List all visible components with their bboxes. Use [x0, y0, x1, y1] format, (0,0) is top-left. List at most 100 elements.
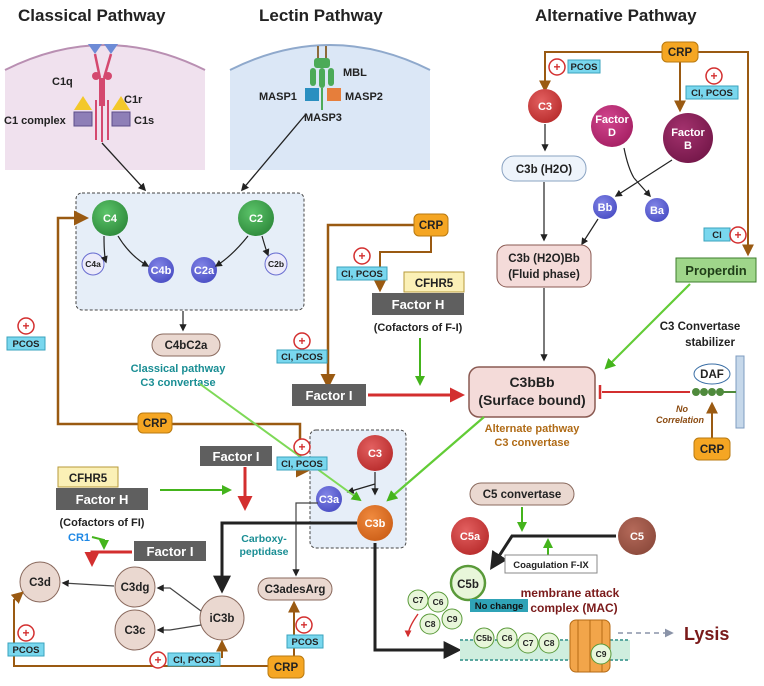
c9-mac-node	[590, 643, 612, 665]
cfhr5-left-label: CFHR5	[69, 473, 108, 485]
c1-complex-icon	[73, 44, 131, 142]
factor-h-middle	[372, 293, 464, 315]
alt-convertase-label-2: C3 convertase	[494, 437, 569, 449]
c4bc2a-label: C4bC2a	[165, 340, 208, 352]
c3-alt-label: C3	[538, 101, 552, 113]
svg-text:C8: C8	[544, 638, 555, 648]
svg-text:+: +	[300, 618, 307, 632]
c3adesarg-label: C3adesArg	[265, 584, 326, 596]
c3b-h2o-bb-node	[496, 244, 592, 288]
c3a-node	[316, 486, 342, 512]
c3d-node	[19, 561, 61, 603]
c3b-h2o-bb-label-1: C3b (H2O)Bb	[508, 253, 580, 265]
factor-b-node	[663, 113, 713, 163]
factor-d-label-1: Factor	[595, 114, 629, 126]
c3-center-label: C3	[368, 448, 382, 460]
c3-center-node	[357, 435, 393, 471]
c4-node	[92, 200, 128, 236]
svg-text:C7: C7	[413, 595, 424, 605]
c3b-center-label: C3b	[365, 518, 386, 530]
cl-pcos-badge-alt	[685, 85, 739, 100]
factor-i-middle-label: Factor I	[306, 388, 353, 403]
c6-node-top	[427, 591, 449, 613]
plus-icon	[705, 67, 723, 85]
mbl-icon	[305, 46, 341, 110]
c2-label: C2	[249, 213, 263, 225]
c3b-center-node	[357, 505, 393, 541]
svg-text:+: +	[553, 60, 560, 74]
classical-convertase-label-1: Classical pathway	[131, 363, 227, 375]
masp2-label: MASP2	[345, 91, 383, 103]
c3a-label: C3a	[319, 494, 340, 506]
c4a-label: C4a	[85, 259, 101, 269]
svg-text:+: +	[22, 626, 29, 640]
factor-i-middle	[292, 384, 366, 406]
plus-icon	[729, 226, 747, 244]
cfhr5-middle-label: CFHR5	[415, 278, 454, 290]
c3b-h2o-node	[501, 155, 587, 182]
cl-pcos-badge-left	[276, 456, 328, 471]
plus-icon	[17, 317, 35, 335]
classical-pathway-header: Classical Pathway	[18, 6, 166, 25]
daf-badge	[693, 363, 731, 385]
svg-text:C9: C9	[447, 614, 458, 624]
cl-pcos-badge-middle-label: Cl, PCOS	[341, 269, 383, 280]
crp-badge-bottom	[267, 655, 305, 679]
crp-badge-middle-label: CRP	[419, 220, 444, 232]
daf-membrane	[735, 355, 745, 429]
svg-text:C7: C7	[523, 638, 534, 648]
coag-f9-node	[504, 554, 598, 574]
factor-i-left-top	[200, 446, 272, 466]
svg-text:+: +	[298, 440, 305, 454]
pcos-badge-bottom-left	[7, 642, 45, 657]
crp-badge-daf-label: CRP	[700, 444, 725, 456]
crp-left-loop	[56, 210, 138, 426]
bb-label: Bb	[598, 202, 613, 214]
c4b-label: C4b	[151, 265, 172, 277]
cl-pcos-badge-factor-i	[276, 349, 328, 364]
plus-icon	[353, 247, 371, 265]
c5b-mac-node	[473, 627, 495, 649]
factor-h-left	[56, 488, 148, 510]
c2b-label: C2b	[268, 259, 284, 269]
cfhr5-badge-left	[57, 466, 119, 488]
c3dg-label: C3dg	[121, 582, 150, 594]
c5-node	[618, 517, 656, 555]
stabilizer-label-1: C3 Convertase	[660, 321, 741, 333]
c6-mac-node	[496, 627, 518, 649]
cl-pcos-badge-factor-i-label: Cl, PCOS	[281, 352, 323, 363]
pcos-badge-bottom-right-label: PCOS	[292, 637, 319, 648]
c3bbb-node	[468, 366, 596, 418]
c8-node-top	[419, 613, 441, 635]
plus-icon	[293, 438, 311, 456]
c3b-h2o-bb-label-2: (Fluid phase)	[508, 269, 580, 281]
cr1-label: CR1	[68, 532, 90, 544]
cl-pcos-badge-left-label: Cl, PCOS	[281, 459, 323, 470]
crp-badge-left	[137, 412, 173, 434]
crp-bottom-loop	[10, 591, 268, 667]
cofactors-fi-middle: (Cofactors of F-I)	[374, 322, 463, 334]
cl-badge-alt-label: Cl	[712, 230, 722, 241]
crp-badge-alt-label: CRP	[668, 47, 693, 59]
c8-mac-node	[538, 632, 560, 654]
c4a-node	[81, 252, 105, 276]
cl-pcos-badge-bottom	[167, 652, 221, 667]
c9-node-top	[441, 608, 463, 630]
svg-text:C5b: C5b	[476, 633, 492, 643]
c5-label: C5	[630, 531, 644, 543]
lectin-cell	[230, 45, 430, 170]
c3d-label: C3d	[29, 577, 51, 589]
c2a-label: C2a	[194, 265, 215, 277]
stabilizer-label-2: stabilizer	[685, 337, 735, 349]
alternative-pathway-header: Alternative Pathway	[535, 6, 697, 25]
c5a-label: C5a	[460, 531, 481, 543]
ic3b-label: iC3b	[210, 613, 235, 625]
classical-cell	[5, 45, 205, 170]
crp-badge-left-label: CRP	[143, 418, 168, 430]
cfhr5-badge-middle	[403, 271, 465, 293]
mbl-label: MBL	[343, 67, 367, 79]
svg-text:C6: C6	[502, 633, 513, 643]
factor-b-label-1: Factor	[671, 127, 705, 139]
lysis-label: Lysis	[684, 624, 729, 644]
svg-text:C8: C8	[425, 619, 436, 629]
